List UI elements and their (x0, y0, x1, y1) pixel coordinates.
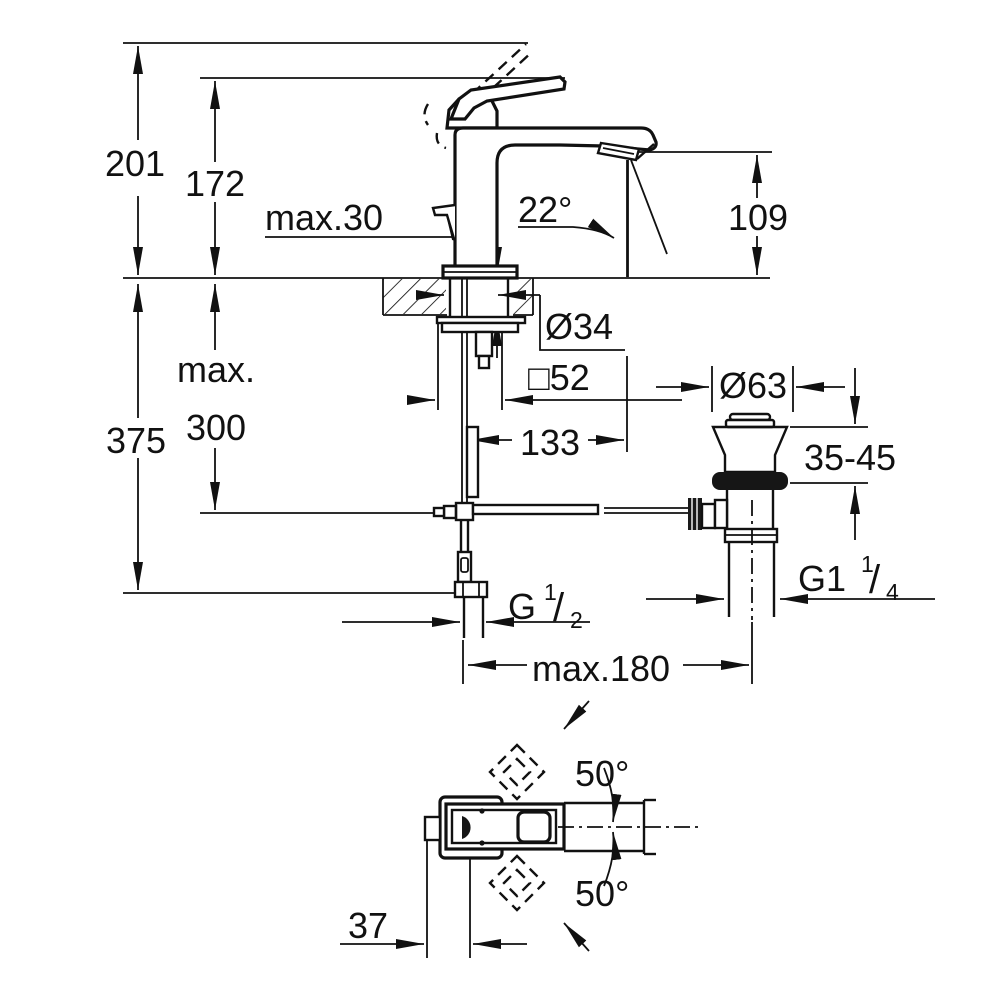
label-deck-thickness: max.30 (265, 197, 383, 238)
label-total-depth: 375 (106, 420, 166, 461)
label-hole-diameter: Ø34 (545, 306, 613, 347)
label-spout-projection: 133 (520, 422, 580, 463)
label-waste-thread: G1 1 / 4 (798, 551, 899, 605)
dimension-lines (133, 46, 935, 952)
mounting-shank (435, 278, 527, 503)
label-handle-offset: 37 (348, 905, 388, 946)
counter-cross-section (382, 278, 534, 316)
label-lever-height: 172 (185, 163, 245, 204)
supply-thread-slash: / (553, 586, 565, 630)
popup-linkage (432, 501, 688, 584)
label-waste-deck-range: 35-45 (804, 437, 896, 478)
reference-lines (123, 42, 868, 958)
waste-thread-sup: 1 (861, 551, 874, 577)
faucet-side-view (423, 43, 688, 638)
label-swivel-lower: 50° (575, 873, 629, 914)
waste-flange (711, 425, 789, 474)
stream-angle-line (630, 159, 668, 255)
label-body-square: □52 (528, 357, 590, 398)
label-under-deck: 300 (186, 407, 246, 448)
label-spout-height: 109 (728, 197, 788, 238)
handle-swing-upper (488, 743, 546, 801)
label-waste-diameter: Ø63 (719, 365, 787, 406)
popup-knob-top (423, 815, 442, 842)
waste-thread-main: G1 (798, 558, 846, 599)
label-supply-thread: G 1 / 2 (508, 579, 583, 633)
label-center-to-waste: max.180 (532, 648, 670, 689)
supply-thread-sup: 1 (544, 579, 557, 605)
supply-thread-main: G (508, 586, 536, 627)
spout-opening-top (516, 810, 552, 844)
handle-lever (448, 75, 567, 121)
waste-thread-sub: 4 (886, 579, 899, 605)
handle-swing-lower (488, 854, 546, 912)
faucet-top-view (423, 743, 700, 912)
waste-thread-slash: / (869, 558, 881, 602)
supply-thread-sub: 2 (570, 607, 583, 633)
label-overall-height: 201 (105, 143, 165, 184)
popup-waste-assembly (688, 412, 789, 620)
horizontal-rod (471, 503, 600, 516)
label-swivel-upper: 50° (575, 753, 629, 794)
dimension-labels: 201 172 max.30 22° 109 Ø34 max. 300 375 … (105, 143, 899, 946)
waste-knob (688, 498, 729, 530)
cartridge-marker (462, 816, 471, 839)
supply-connector (453, 580, 489, 638)
waste-seal-ring (712, 472, 788, 490)
label-spray-angle: 22° (518, 189, 572, 230)
label-max-word: max. (177, 349, 255, 390)
faucet-body (453, 126, 658, 271)
